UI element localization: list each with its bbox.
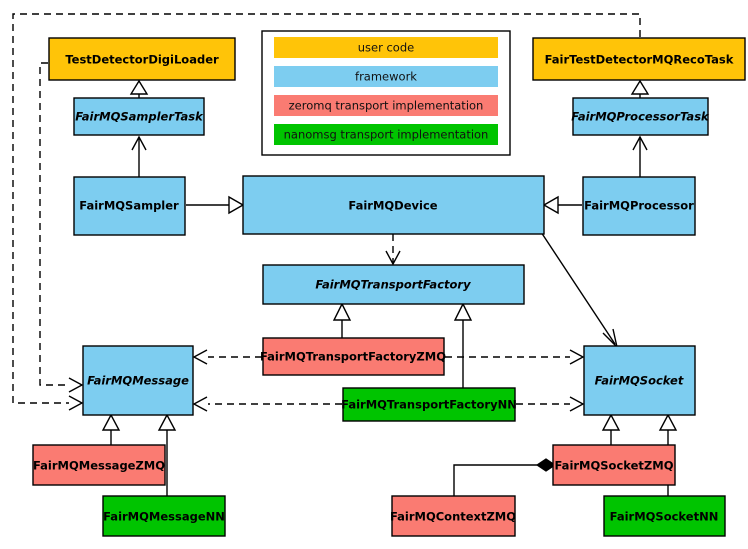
legend-swatch xyxy=(274,37,498,58)
node-box[interactable] xyxy=(82,345,194,416)
node-label: FairMQSamplerTask xyxy=(75,110,204,124)
node-label: TestDetectorDigiLoader xyxy=(65,53,219,67)
edge-recotask-processortask xyxy=(630,79,650,98)
node-box[interactable] xyxy=(532,37,746,81)
edge-sampler-samplertask xyxy=(131,135,147,177)
edge-device-transportfactory xyxy=(385,234,401,266)
node-box[interactable] xyxy=(102,495,226,537)
edge-layer xyxy=(12,13,678,496)
node-box[interactable] xyxy=(48,37,236,81)
legend-label: nanomsg transport implementation xyxy=(284,128,489,142)
node-fairmqtransportfactoryzmq[interactable]: FairMQTransportFactoryZMQ xyxy=(260,337,446,376)
node-fairmqmessagezmq[interactable]: FairMQMessageZMQ xyxy=(32,444,166,486)
edge-digiloader-samplertask xyxy=(129,79,149,98)
legend-item-zeromq: zeromq transport implementation xyxy=(274,95,498,116)
node-fairmqtransportfactorynn[interactable]: FairMQTransportFactoryNN xyxy=(341,387,517,422)
edge-tfnn-message xyxy=(192,396,342,412)
legend-item-framework: framework xyxy=(274,66,498,87)
node-box[interactable] xyxy=(262,337,445,376)
node-label: FairMQDevice xyxy=(348,199,437,213)
node-box[interactable] xyxy=(32,444,166,486)
edge-tfzmq-transportfactory xyxy=(332,302,352,338)
legend-swatch xyxy=(274,95,498,116)
node-fairmqsocketzmq[interactable]: FairMQSocketZMQ xyxy=(552,444,676,486)
edge-tfnn-transportfactory xyxy=(453,302,473,388)
node-label: FairMQSocket xyxy=(595,374,684,388)
node-label: FairMQTransportFactory xyxy=(315,278,471,292)
legend-label: zeromq transport implementation xyxy=(289,99,484,113)
node-fairmqtransportfactory[interactable]: FairMQTransportFactory xyxy=(262,264,525,305)
edge-sampler-device xyxy=(186,195,245,215)
node-fairtestdetectormqrecotask[interactable]: FairTestDetectorMQRecoTask xyxy=(532,37,746,81)
legend-swatch xyxy=(274,124,498,145)
node-fairmqsampler[interactable]: FairMQSampler xyxy=(73,176,186,236)
node-fairmqsocketnn[interactable]: FairMQSocketNN xyxy=(603,495,726,537)
node-label: FairTestDetectorMQRecoTask xyxy=(545,53,734,67)
edge-messagezmq-message xyxy=(101,413,121,445)
legend-label: framework xyxy=(355,70,417,84)
node-box[interactable] xyxy=(552,444,676,486)
node-box[interactable] xyxy=(342,387,516,422)
node-label: FairMQSocketNN xyxy=(610,510,719,524)
legend-label: user code xyxy=(358,41,414,55)
node-box[interactable] xyxy=(603,495,726,537)
edge-socketzmq-socket xyxy=(601,413,621,445)
node-box[interactable] xyxy=(262,264,525,305)
node-label: FairMQSampler xyxy=(79,199,179,213)
node-label: FairMQContextZMQ xyxy=(390,510,516,524)
node-label: FairMQMessageNN xyxy=(103,510,225,524)
legend: user code framework zeromq transport imp… xyxy=(261,30,511,156)
node-label: FairMQTransportFactoryNN xyxy=(341,398,517,412)
edge-processor-processortask xyxy=(632,135,648,177)
node-fairmqmessage[interactable]: FairMQMessage xyxy=(82,345,194,416)
node-fairmqsocket[interactable]: FairMQSocket xyxy=(583,345,696,416)
edge-recotask-message xyxy=(12,13,641,411)
node-label: FairMQMessage xyxy=(87,374,189,388)
node-label: FairMQSocketZMQ xyxy=(555,459,674,473)
node-label: FairMQProcessorTask xyxy=(571,110,710,124)
legend-item-nanomsg: nanomsg transport implementation xyxy=(274,124,498,145)
node-box[interactable] xyxy=(583,345,696,416)
node-fairmqprocessortask[interactable]: FairMQProcessorTask xyxy=(571,97,710,136)
edge-digiloader-message xyxy=(39,62,84,393)
node-box[interactable] xyxy=(73,97,205,136)
edge-tfzmq-message xyxy=(192,349,262,365)
node-label: FairMQTransportFactoryZMQ xyxy=(260,350,446,364)
node-box[interactable] xyxy=(73,176,186,236)
node-fairmqprocessor[interactable]: FairMQProcessor xyxy=(582,176,696,236)
node-fairmqsamplertask[interactable]: FairMQSamplerTask xyxy=(73,97,205,136)
node-layer: TestDetectorDigiLoader FairTestDetectorM… xyxy=(32,37,746,537)
node-label: FairMQProcessor xyxy=(584,199,694,213)
node-label: FairMQMessageZMQ xyxy=(33,459,165,473)
node-box[interactable] xyxy=(572,97,709,136)
node-box[interactable] xyxy=(242,175,545,235)
legend-item-user-code: user code xyxy=(274,37,498,58)
edge-messagenn-message xyxy=(157,413,177,496)
edge-tfzmq-socket xyxy=(445,349,585,365)
node-testdetectordigiloader[interactable]: TestDetectorDigiLoader xyxy=(48,37,236,81)
node-fairmqcontextzmq[interactable]: FairMQContextZMQ xyxy=(390,495,516,537)
node-box[interactable] xyxy=(391,495,516,537)
legend-swatch xyxy=(274,66,498,87)
node-fairmqdevice[interactable]: FairMQDevice xyxy=(242,175,545,235)
node-fairmqmessagenn[interactable]: FairMQMessageNN xyxy=(102,495,226,537)
edge-tfnn-socket xyxy=(516,396,585,412)
node-box[interactable] xyxy=(582,176,696,236)
edge-processor-device xyxy=(542,195,582,215)
